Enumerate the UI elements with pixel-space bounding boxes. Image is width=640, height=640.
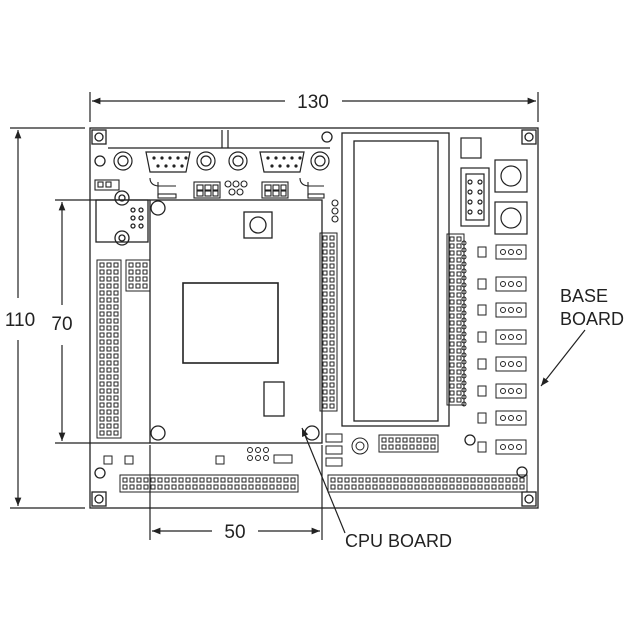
right-jumper-5: [495, 356, 527, 372]
right-jumper-8: [495, 439, 527, 455]
right-jumper-4: [495, 329, 527, 345]
dimension-width-label: 130: [297, 92, 329, 113]
left-pin-header: [96, 259, 122, 439]
bottom-left-connector: [119, 474, 299, 493]
dimension-width: [89, 92, 539, 122]
dimension-height: [10, 127, 85, 509]
lcd-pin-header: [446, 233, 465, 406]
right-components: [460, 137, 528, 235]
base-board: [89, 127, 539, 509]
bottom-right-connector: [327, 474, 528, 493]
base-board-leader: [540, 329, 586, 387]
pin-headers: [96, 232, 528, 493]
cpu-board-label: CPU BOARD: [345, 531, 452, 551]
right-jumper-3: [495, 302, 527, 318]
dimension-cpu-width-label: 50: [224, 522, 245, 543]
right-jumper-7: [495, 410, 527, 426]
right-jumper-1: [495, 244, 527, 260]
right-jumper-6: [495, 383, 527, 399]
cpu-board: [95, 190, 323, 444]
small-pin-header: [125, 259, 151, 292]
db9-connectors: [108, 130, 330, 173]
cpu-board-leader: [301, 427, 346, 534]
small-components: [94, 177, 339, 223]
right-jumper-2: [495, 276, 527, 292]
bottom-mid-header: [378, 434, 439, 453]
base-board-label-line1: BASE: [560, 286, 608, 306]
dimension-height-label: 110: [5, 310, 35, 331]
cpu-right-pin-header: [319, 232, 338, 412]
dimension-cpu-height-label: 70: [51, 314, 72, 335]
lcd-display: [341, 132, 450, 427]
base-board-label-line2: BOARD: [560, 309, 624, 329]
